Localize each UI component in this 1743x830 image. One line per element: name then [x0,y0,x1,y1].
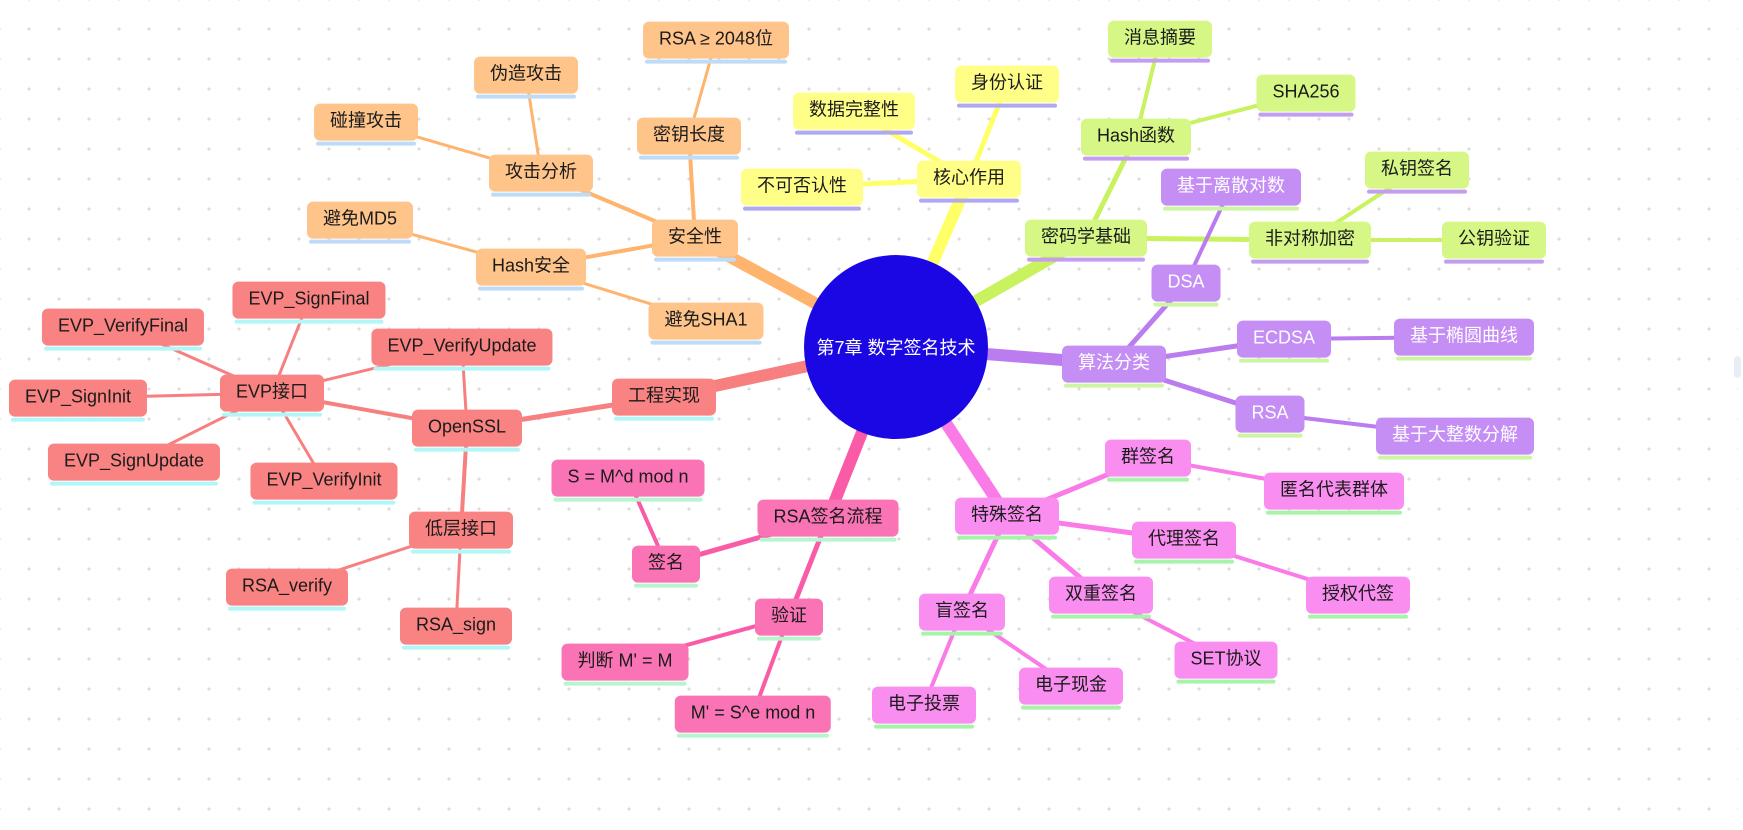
mindmap-node-engineer[interactable]: 工程实现 [612,378,716,420]
mindmap-node-rsasign[interactable]: RSA_sign [399,607,513,649]
mindmap-node-keylen[interactable]: 密钥长度 [637,117,741,159]
mindmap-node-core[interactable]: 核心作用 [917,160,1021,202]
mindmap-node-verify[interactable]: 验证 [755,598,823,640]
mindmap-node-verifyinit[interactable]: EVP_VerifyInit [250,462,398,504]
mindmap-edge [940,417,1008,514]
mindmap-node-groupsign[interactable]: 群签名 [1105,439,1191,481]
mindmap-node-rsa2048[interactable]: RSA ≥ 2048位 [643,21,789,63]
mindmap-node-sign[interactable]: 签名 [632,545,700,587]
mindmap-node-ecurve[interactable]: 基于椭圆曲线 [1394,318,1534,360]
mindmap-node-verifyupd[interactable]: EVP_VerifyUpdate [371,328,553,370]
mindmap-node-evpapi[interactable]: EVP接口 [219,374,325,416]
mindmap-node-sec[interactable]: 安全性 [652,219,738,261]
mindmap-node-bigint[interactable]: 基于大整数分解 [1376,417,1534,459]
mindmap-node-verifyfml[interactable]: M' = S^e mod n [674,695,832,737]
mindmap-node-signfinal[interactable]: EVP_SignFinal [232,281,386,323]
mindmap-node-setproto[interactable]: SET协议 [1174,641,1278,683]
mindmap-node-signfml[interactable]: S = M^d mod n [551,459,705,501]
mindmap-node-rsaverify[interactable]: RSA_verify [225,568,349,610]
mindmap-node-verifyeq[interactable]: 判断 M' = M [561,643,689,685]
mindmap-node-nomd5[interactable]: 避免MD5 [306,201,414,243]
minimap-handle[interactable] [1734,356,1741,378]
mindmap-node-cryptobase[interactable]: 密码学基础 [1025,219,1147,261]
mindmap-node-identity[interactable]: 身份认证 [955,65,1059,107]
mindmap-node-privsign[interactable]: 私钥签名 [1365,151,1469,193]
canvas-right-edge [1738,0,1743,830]
mindmap-node-dsa[interactable]: DSA [1151,264,1221,306]
mindmap-node-collide[interactable]: 碰撞攻击 [314,103,418,145]
mindmap-node-dualsign[interactable]: 双重签名 [1049,576,1153,618]
mindmap-node-openssl[interactable]: OpenSSL [411,409,523,451]
mindmap-node-signinit[interactable]: EVP_SignInit [8,379,148,421]
mindmap-node-ecash[interactable]: 电子现金 [1019,667,1123,709]
mindmap-node-hashfn[interactable]: Hash函数 [1080,118,1192,160]
mindmap-node-integrity[interactable]: 数据完整性 [793,92,915,134]
mindmap-node-forge[interactable]: 伪造攻击 [474,56,578,98]
mindmap-node-rsaflow[interactable]: RSA签名流程 [757,499,899,541]
mindmap-node-digest[interactable]: 消息摘要 [1108,20,1212,62]
mindmap-node-algcls[interactable]: 算法分类 [1062,345,1166,387]
mindmap-node-pubverify[interactable]: 公钥验证 [1442,221,1546,263]
mindmap-node-hashsec[interactable]: Hash安全 [475,248,587,290]
mindmap-node-authproxy[interactable]: 授权代签 [1306,576,1410,618]
mindmap-node-verifyfinal[interactable]: EVP_VerifyFinal [41,308,205,350]
mindmap-node-lowapi[interactable]: 低层接口 [409,511,513,553]
mindmap-node-special[interactable]: 特殊签名 [955,497,1059,539]
mindmap-node-ecdsa[interactable]: ECDSA [1236,320,1332,362]
mindmap-edge [825,426,869,516]
mindmap-node-nonrepud[interactable]: 不可否认性 [741,168,863,210]
mindmap-node-attack[interactable]: 攻击分析 [489,154,593,196]
mindmap-node-anongroup[interactable]: 匿名代表群体 [1264,472,1404,514]
mindmap-node-evote[interactable]: 电子投票 [872,686,976,728]
mindmap-node-rsaalg[interactable]: RSA [1235,395,1305,437]
mindmap-node-signupdate[interactable]: EVP_SignUpdate [47,443,221,485]
mindmap-node-dlog[interactable]: 基于离散对数 [1161,168,1301,210]
mindmap-node-nosha1[interactable]: 避免SHA1 [648,302,764,344]
central-node[interactable]: 第7章 数字签名技术 [804,255,988,439]
mindmap-node-proxysign[interactable]: 代理签名 [1132,521,1236,563]
mindmap-node-sha256[interactable]: SHA256 [1256,74,1356,116]
mindmap-node-blindsign[interactable]: 盲签名 [919,593,1005,635]
mindmap-node-asym[interactable]: 非对称加密 [1249,221,1371,263]
